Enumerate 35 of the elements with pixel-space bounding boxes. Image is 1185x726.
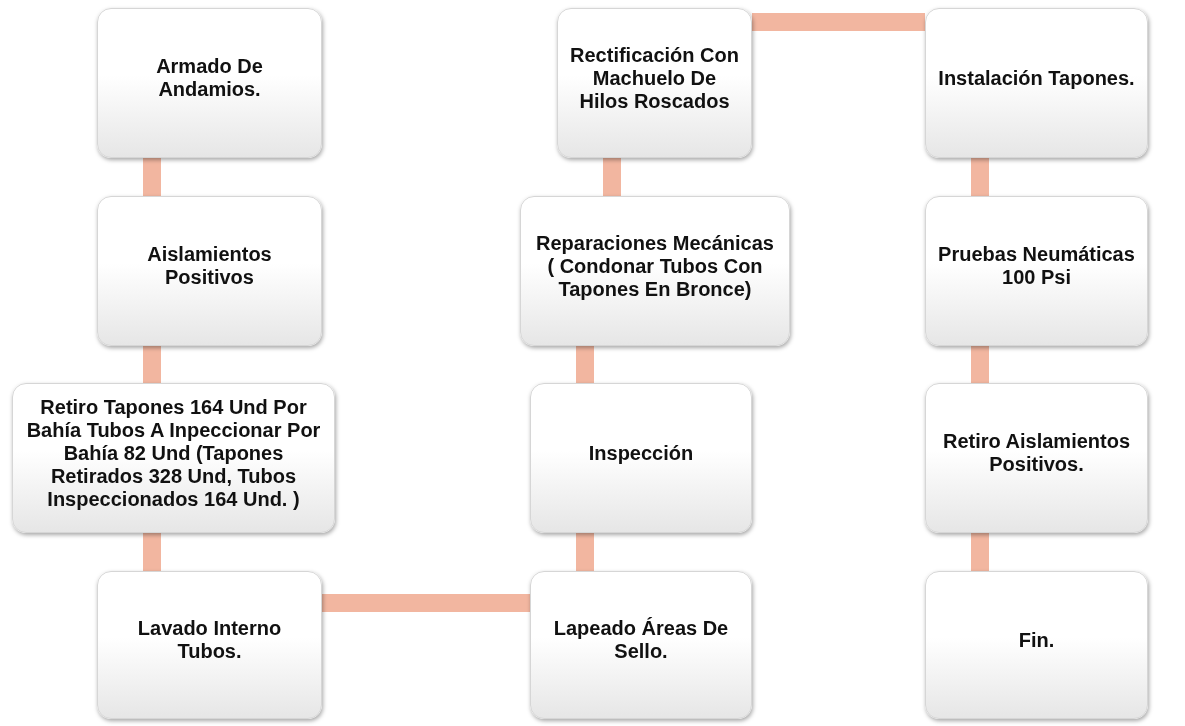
connector-bar (576, 533, 594, 571)
connector-bar (603, 158, 621, 196)
step-label: Reparaciones Mecánicas ( Condonar Tubos Con Tapones En Bronce) (535, 231, 775, 301)
connector-bar (322, 594, 530, 612)
step-label: Fin. (1018, 628, 1055, 652)
step-label: Aislamientos Positivos (146, 243, 273, 289)
process-box (925, 383, 1148, 533)
process-box (557, 8, 752, 158)
step-label: Lavado Interno Tubos. (136, 617, 283, 663)
process-box (530, 383, 752, 533)
step-label: Armado De Andamios. (155, 55, 264, 101)
step-label: Instalación Tapones. (938, 66, 1135, 90)
process-box (925, 196, 1148, 346)
connector-bar (752, 13, 925, 31)
step-label: Rectificación Con Machuelo De Hilos Roscados (569, 43, 740, 113)
connector-bar (576, 346, 594, 383)
connector-bar (143, 533, 161, 571)
step-label: Inspección (588, 441, 694, 465)
process-box (97, 196, 322, 346)
process-box (925, 8, 1148, 158)
process-box (12, 383, 335, 533)
step-label: Pruebas Neumáticas 100 Psi (937, 243, 1136, 289)
process-box (97, 8, 322, 158)
process-box (925, 571, 1148, 719)
connector-bar (971, 346, 989, 383)
connector-bar (143, 158, 161, 196)
step-label: Retiro Tapones 164 Und Por Bahía Tubos A Inpeccionar Por Bahía 82 Und (Tapones Retirados 328 Und, Tubos Inspeccionados 164 Und. ) (25, 395, 322, 511)
step-label: Lapeado Áreas De Sello. (552, 617, 730, 663)
process-box (530, 571, 752, 719)
connector-bar (971, 158, 989, 196)
connector-bar (143, 346, 161, 383)
step-label: Retiro Aislamientos Positivos. (941, 430, 1132, 476)
connector-bar (971, 533, 989, 571)
process-box (97, 571, 322, 719)
process-box (520, 196, 790, 346)
